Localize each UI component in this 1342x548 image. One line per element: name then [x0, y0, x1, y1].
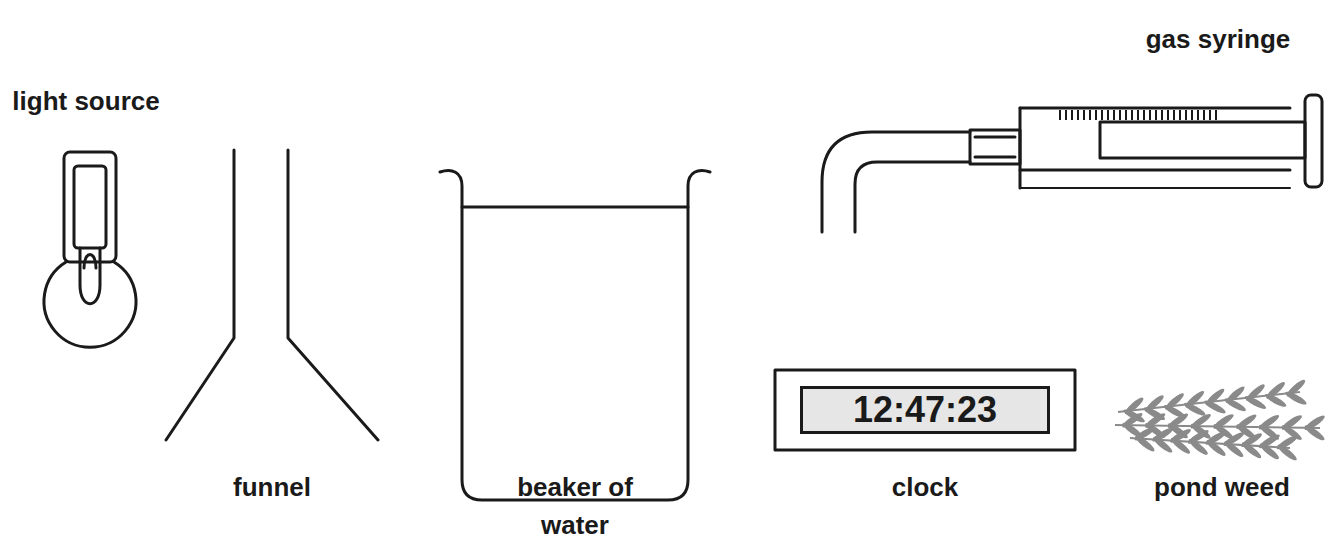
- weed-leaf: [1203, 398, 1227, 415]
- weed-leaf: [1134, 434, 1157, 454]
- apparatus-label: beaker of water: [490, 468, 660, 544]
- funnel: [166, 150, 378, 440]
- scale-tick: [1173, 110, 1175, 120]
- scale-tick: [1191, 110, 1193, 120]
- apparatus-label: gas syringe: [1108, 20, 1328, 58]
- scale-tick: [1155, 110, 1157, 120]
- scale-tick: [1113, 110, 1115, 120]
- scale-tick: [1209, 110, 1211, 120]
- scale-tick: [1137, 110, 1139, 120]
- weed-leaf: [1240, 440, 1263, 460]
- scale-tick: [1143, 110, 1145, 120]
- weed-leaf: [1187, 437, 1210, 457]
- scale-tick: [1095, 110, 1097, 120]
- scale-tick: [1119, 110, 1121, 120]
- weed-leaf: [1223, 396, 1247, 413]
- weed-leaf: [1169, 436, 1192, 456]
- scale-tick: [1167, 110, 1169, 120]
- pond-weed: [1115, 378, 1326, 463]
- scale-tick: [1197, 110, 1199, 120]
- weed-leaf: [1151, 435, 1174, 455]
- scale-tick: [1185, 110, 1187, 120]
- scale-tick: [1077, 110, 1079, 120]
- weed-leaf: [1276, 442, 1299, 462]
- gas-syringe: [822, 88, 1322, 232]
- scale-tick: [1161, 110, 1163, 120]
- scale-tick: [1083, 110, 1085, 120]
- beaker: [440, 171, 710, 500]
- scale-tick: [1089, 110, 1091, 120]
- scale-tick: [1125, 110, 1127, 120]
- clock-display: 12:47:23: [800, 386, 1050, 434]
- apparatus-label: funnel: [192, 468, 352, 506]
- weed-leaf: [1284, 390, 1308, 407]
- apparatus-label: pond weed: [1122, 468, 1322, 506]
- weed-leaf: [1303, 423, 1326, 442]
- clock-time: 12:47:23: [853, 389, 997, 431]
- water-line: [462, 206, 688, 209]
- weed-leaf: [1258, 441, 1281, 461]
- scale-tick: [1203, 110, 1205, 120]
- weed-leaf: [1243, 394, 1267, 411]
- scale-tick: [1179, 110, 1181, 120]
- weed-leaf: [1222, 439, 1245, 459]
- scale-tick: [1215, 110, 1217, 120]
- scale-tick: [1071, 110, 1073, 120]
- apparatus-label: light source: [0, 82, 186, 120]
- scale-tick: [1059, 110, 1061, 120]
- clock-housing: [775, 370, 1075, 450]
- weed-leaf: [1205, 438, 1228, 458]
- scale-tick: [1149, 110, 1151, 120]
- scale-tick: [1101, 110, 1103, 120]
- scale-tick: [1107, 110, 1109, 120]
- weed-leaf: [1264, 392, 1288, 409]
- scale-tick: [1065, 110, 1067, 120]
- scale-tick: [1131, 110, 1133, 120]
- apparatus-label: clock: [845, 468, 1005, 506]
- light-bulb: [44, 152, 136, 347]
